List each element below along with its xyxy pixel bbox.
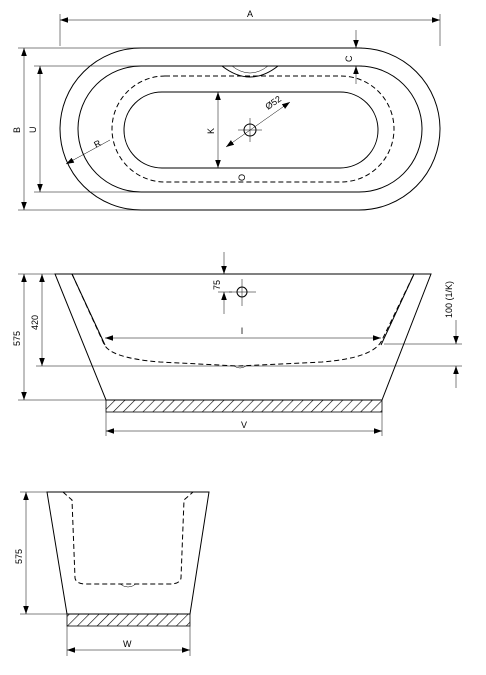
dim-u-label: U: [28, 127, 38, 134]
tub-outer-rim: [59, 47, 441, 211]
side-outer-shell: [54, 273, 432, 401]
dim-b-label: B: [12, 127, 22, 133]
dim-v-label: V: [241, 420, 247, 430]
drain-leader: [225, 101, 291, 148]
top-view: Ø52 A B U C K R O: [12, 9, 441, 211]
dim-100-label: 100 (1/K): [444, 281, 454, 318]
end-basin-dashed: [62, 491, 194, 585]
dim-w-label: W: [123, 639, 132, 649]
overflow-recess-inner: [231, 65, 269, 74]
side-view: 575 420 75 l 100 (1/K) V: [12, 252, 462, 436]
dim-r-label: R: [92, 138, 103, 150]
dim-k-label: K: [206, 128, 216, 134]
tub-basin-dashed: [111, 75, 395, 183]
end-base-hatch: [66, 613, 191, 627]
end-view: 575 W: [14, 491, 210, 656]
side-base-hatch: [105, 399, 383, 413]
dim-575-label: 575: [12, 331, 22, 346]
tub-floor: [123, 91, 379, 169]
tub-inner-rim: [77, 65, 423, 193]
dim-420-label: 420: [30, 315, 40, 330]
dim-r-leader: [65, 139, 111, 165]
dim-c-label: C: [344, 55, 354, 62]
dim-o-label: O: [237, 174, 247, 181]
dim-l-label: l: [241, 326, 243, 336]
dim-a-label: A: [247, 9, 253, 19]
side-inner-wall: [71, 273, 415, 346]
dim-75-label: 75: [212, 280, 222, 290]
end-dim-575-label: 575: [14, 549, 24, 564]
side-basin-dashed: [71, 273, 415, 367]
end-outer-shell: [46, 491, 210, 615]
overflow-recess: [221, 65, 279, 78]
